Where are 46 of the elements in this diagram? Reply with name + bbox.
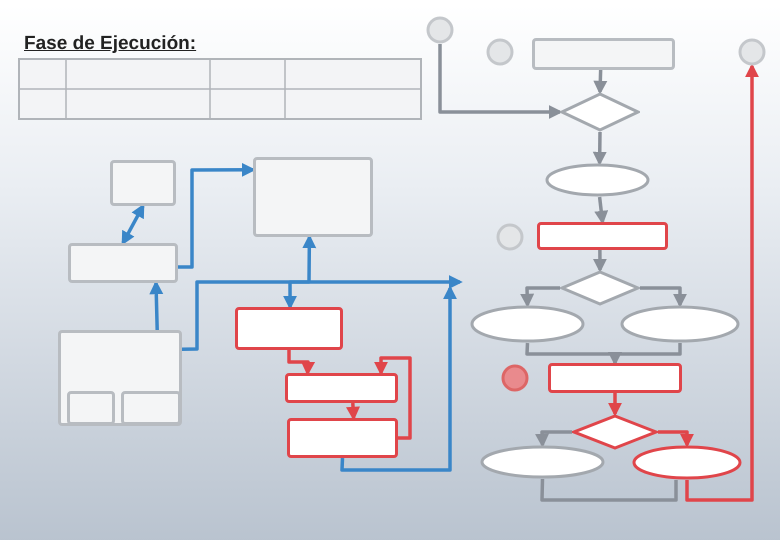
process-box <box>548 363 682 393</box>
connector-circle <box>501 364 529 392</box>
process-box <box>121 391 181 425</box>
process-box <box>235 307 343 350</box>
process-box <box>537 222 668 250</box>
decision-diamond <box>560 270 640 306</box>
connector-arrow <box>438 44 563 119</box>
decision-diamond <box>560 92 640 132</box>
connector-arrow <box>608 393 622 417</box>
process-box <box>58 330 182 426</box>
process-box <box>287 418 398 458</box>
connector-arrow <box>535 430 572 448</box>
connector-arrow <box>346 402 360 421</box>
connector-arrow <box>658 430 694 448</box>
process-box <box>68 243 178 283</box>
connector-circle <box>426 16 454 44</box>
connector-arrow <box>592 132 607 166</box>
terminal-ellipse <box>470 305 585 343</box>
connector-arrow <box>283 234 316 310</box>
connector-circle <box>486 38 514 66</box>
process-box <box>110 160 176 206</box>
connector-arrow <box>608 343 682 366</box>
connector-arrow <box>340 285 457 472</box>
connector-arrow <box>149 280 164 330</box>
connector-arrow <box>374 356 412 440</box>
decision-diamond <box>572 414 658 450</box>
terminal-ellipse <box>620 305 740 343</box>
connector-arrow <box>640 286 687 308</box>
process-box <box>285 373 398 403</box>
connector-arrow <box>121 204 145 246</box>
connector-arrow <box>594 196 608 225</box>
connector-arrow <box>287 350 315 376</box>
connector-circle <box>738 38 766 66</box>
connector-arrow <box>520 286 560 308</box>
terminal-ellipse <box>545 163 650 197</box>
connector-circle <box>496 223 524 251</box>
title: Fase de Ejecución: <box>24 32 196 56</box>
terminal-ellipse <box>480 445 605 479</box>
process-box <box>253 157 373 237</box>
connector-arrow <box>685 63 759 502</box>
process-box <box>532 38 675 70</box>
connector-arrow <box>182 275 463 351</box>
terminal-ellipse <box>632 445 742 480</box>
connector-arrow <box>593 70 608 95</box>
connector-arrow <box>592 250 607 273</box>
process-box <box>67 391 115 425</box>
